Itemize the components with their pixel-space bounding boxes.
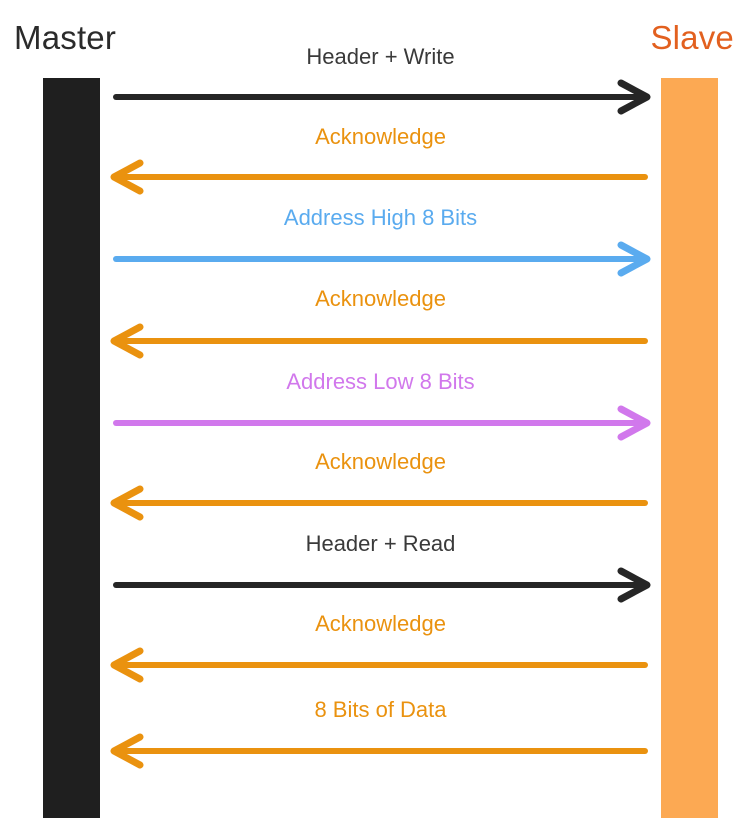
message-label: Acknowledge [315,286,446,311]
arrow-left-icon [110,323,648,359]
slave-label: Slave [650,19,734,56]
arrow-right-icon [113,79,651,115]
message-label: Acknowledge [315,611,446,636]
arrow-left-icon [110,733,648,769]
master-lifeline-bar [43,78,100,818]
arrow-left-icon [110,159,648,195]
arrow-left-icon [110,485,648,521]
message-label: 8 Bits of Data [314,697,447,722]
message-label: Address Low 8 Bits [286,369,475,394]
arrow-right-icon [113,241,651,277]
message-label: Header + Read [305,531,456,556]
message-label: Header + Write [306,44,455,69]
arrow-left-icon [110,647,648,683]
message-label: Acknowledge [315,449,446,474]
master-label: Master [14,19,117,56]
slave-lifeline-bar [661,78,718,818]
arrow-right-icon [113,567,651,603]
arrow-right-icon [113,405,651,441]
message-label: Address High 8 Bits [283,205,478,230]
message-label: Acknowledge [315,124,446,149]
